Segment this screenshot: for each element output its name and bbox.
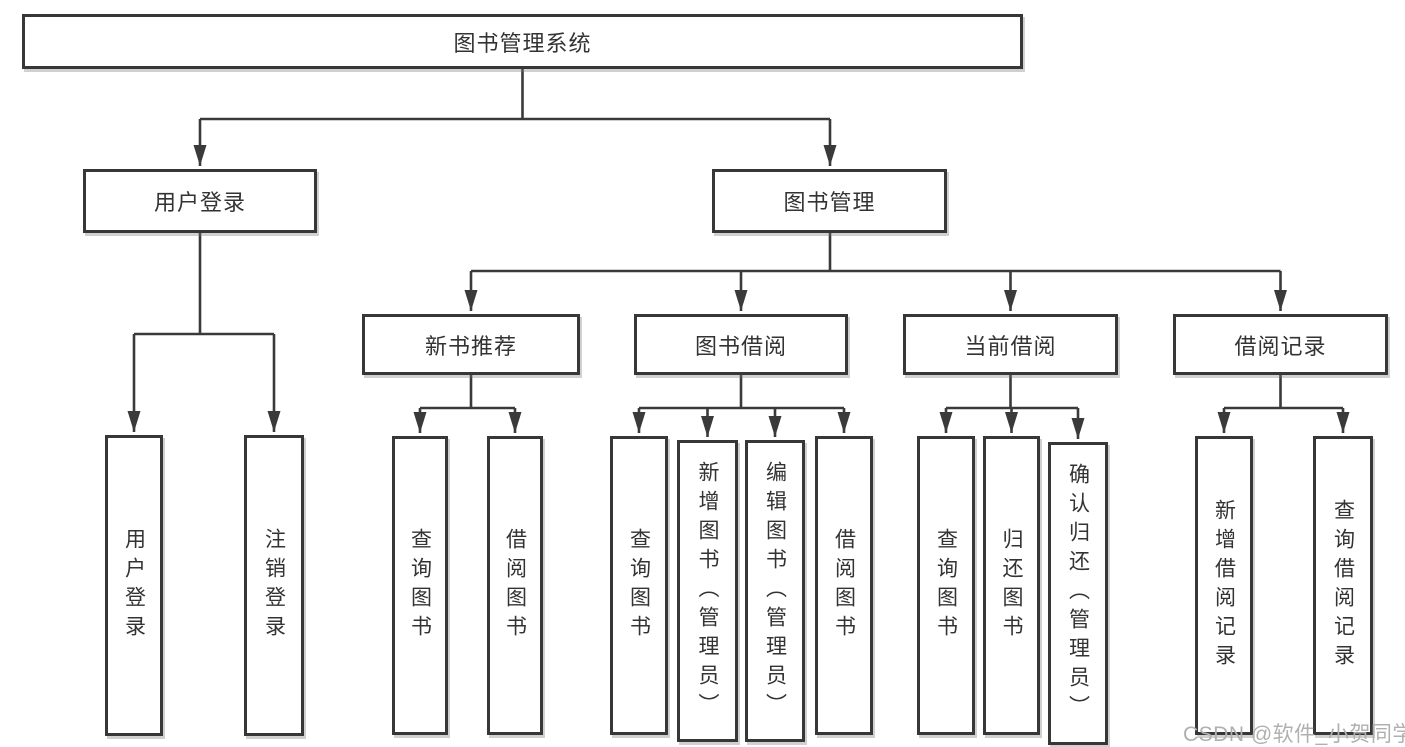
node-borrow-records: 借阅记录 — [1173, 314, 1388, 375]
node-current-borrow: 当前借阅 — [903, 314, 1118, 375]
leaf-query-borrow-record: 查询借阅记录 — [1313, 436, 1373, 735]
leaf-add-borrow-record: 新增借阅记录 — [1195, 436, 1253, 735]
leaf-label: 注销登录 — [262, 527, 286, 644]
leaf-confirm-return-admin: 确认归还（管理员） — [1048, 442, 1108, 745]
leaf-label: 新增图书（管理员） — [696, 460, 719, 722]
leaf-query-book-recommend: 查询图书 — [392, 436, 448, 735]
node-label: 图书管理 — [783, 190, 876, 215]
leaf-add-book-admin: 新增图书（管理员） — [677, 440, 738, 742]
csdn-watermark: CSDN @软件_小贺同学 — [1183, 723, 1405, 746]
leaf-return-book: 归还图书 — [983, 436, 1040, 735]
leaf-query-book-current: 查询图书 — [917, 436, 975, 735]
node-book-management: 图书管理 — [712, 169, 947, 233]
leaf-label: 查询借阅记录 — [1331, 498, 1355, 673]
leaf-label: 编辑图书（管理员） — [763, 460, 787, 722]
leaf-label: 确认归还（管理员） — [1066, 463, 1090, 724]
node-library-management-system: 图书管理系统 — [22, 14, 1023, 69]
leaf-label: 借阅图书 — [832, 527, 856, 644]
node-new-book-recommend: 新书推荐 — [362, 314, 580, 375]
node-book-borrow: 图书借阅 — [634, 314, 848, 375]
leaf-label: 用户登录 — [122, 527, 146, 644]
leaf-label: 查询图书 — [627, 527, 651, 644]
leaf-user-login: 用户登录 — [105, 435, 163, 736]
node-user-login: 用户登录 — [83, 169, 317, 233]
leaf-label: 借阅图书 — [503, 527, 527, 644]
node-label: 用户登录 — [153, 190, 246, 215]
node-label: 借阅记录 — [1234, 333, 1327, 359]
leaf-edit-book-admin: 编辑图书（管理员） — [745, 440, 805, 742]
node-label: 图书管理系统 — [453, 30, 592, 56]
leaf-borrow-book-recommend: 借阅图书 — [487, 436, 543, 735]
leaf-label: 查询图书 — [408, 527, 432, 644]
leaf-label: 新增借阅记录 — [1212, 498, 1236, 673]
leaf-query-book-borrow: 查询图书 — [610, 436, 668, 735]
node-label: 当前借阅 — [964, 333, 1057, 359]
leaf-label: 查询图书 — [934, 527, 958, 644]
node-label: 图书借阅 — [694, 333, 787, 359]
leaf-logout: 注销登录 — [244, 435, 304, 736]
node-label: 新书推荐 — [424, 333, 517, 359]
leaf-borrow-book: 借阅图书 — [815, 436, 873, 735]
leaf-label: 归还图书 — [1000, 527, 1023, 644]
